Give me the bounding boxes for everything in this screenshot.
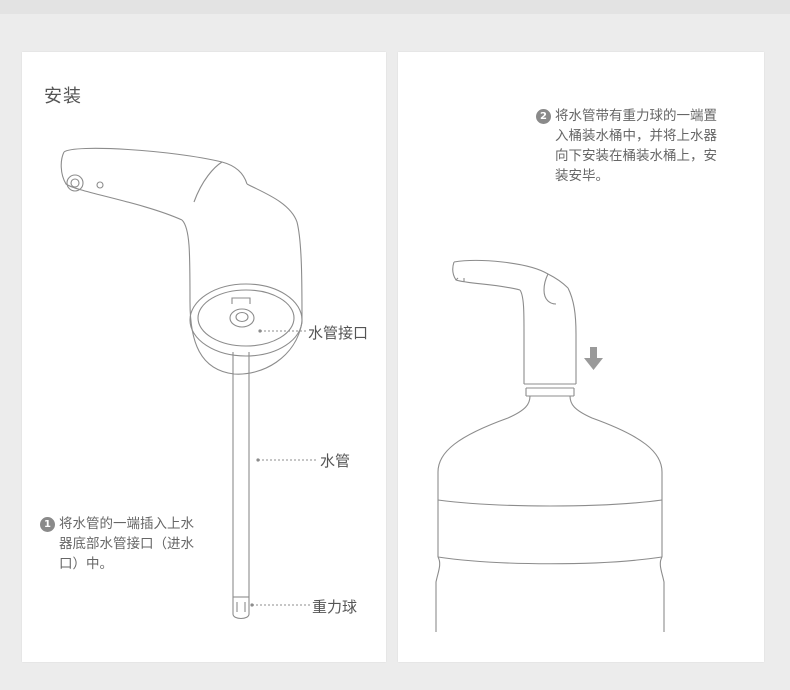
hose-label: 水管	[320, 452, 351, 470]
bottle-install-illustration	[435, 260, 665, 632]
inlet-label: 水管接口	[308, 324, 369, 342]
step-2-line: 入桶装水桶中，并将上水器	[555, 128, 717, 144]
weight-ball-label: 重力球	[312, 598, 358, 616]
install-panel-left: 安装	[22, 52, 386, 662]
inlet-pointer-dot	[258, 329, 262, 333]
step-number-badge: 2	[536, 109, 551, 124]
dispenser-head-illustration	[60, 147, 318, 620]
top-bar	[0, 0, 790, 14]
step-1-line: 将水管的一端插入上水	[59, 516, 194, 532]
step-1-line: 口）中。	[59, 556, 113, 572]
step-2-line: 将水管带有重力球的一端置	[555, 108, 717, 124]
section-title: 安装	[44, 86, 82, 107]
step-2-line: 装安毕。	[555, 168, 609, 184]
ball-pointer-dot	[250, 603, 254, 607]
step-number-badge: 1	[40, 517, 55, 532]
down-arrow-icon	[584, 347, 603, 370]
step-1-note: 1 将水管的一端插入上水 器底部水管接口（进水 口）中。	[40, 514, 240, 574]
step-2-line: 向下安装在桶装水桶上，安	[555, 148, 717, 164]
hose-pointer-dot	[256, 458, 260, 462]
step-1-line: 器底部水管接口（进水	[59, 536, 194, 552]
